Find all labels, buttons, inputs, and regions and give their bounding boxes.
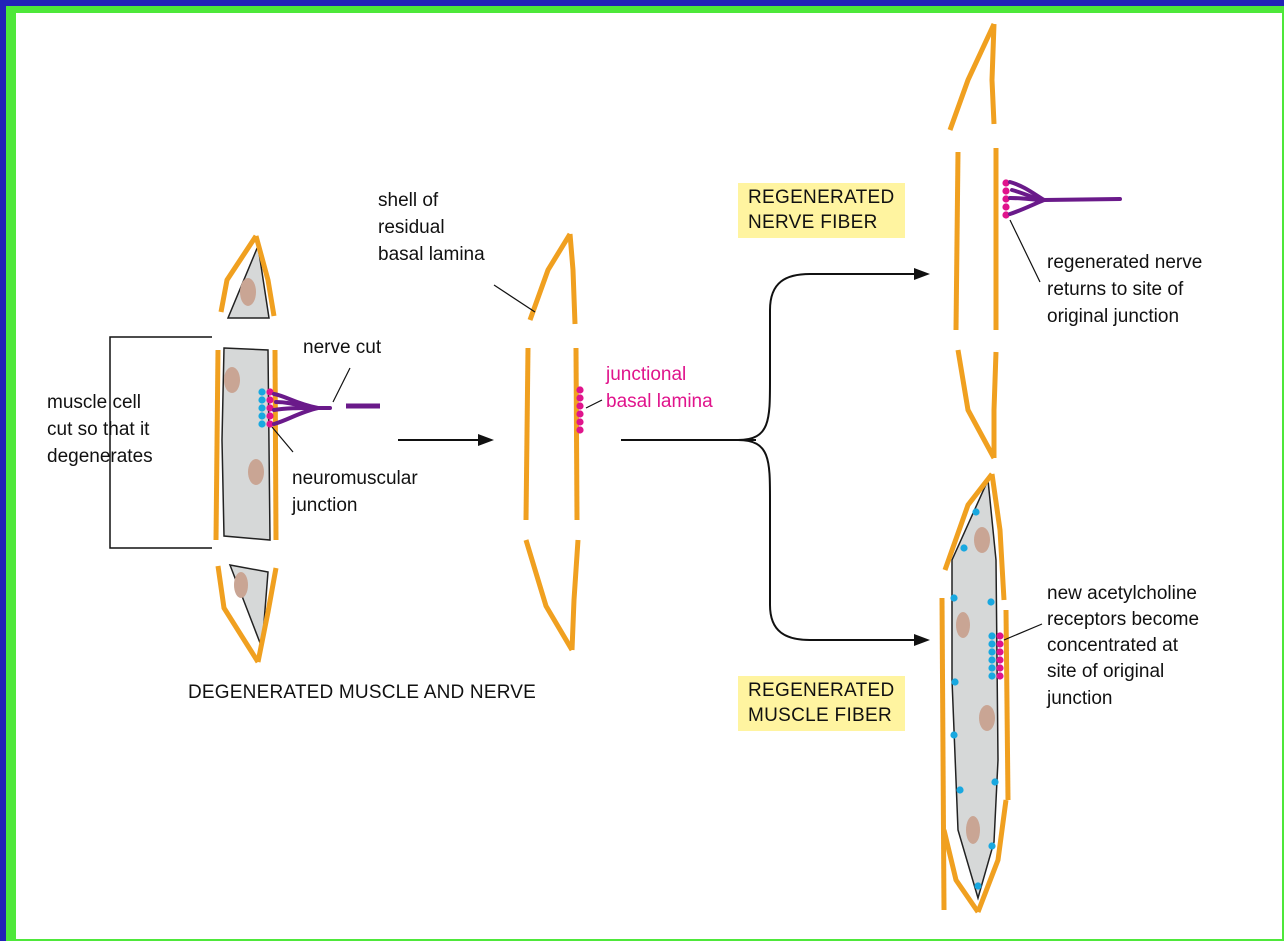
nucleus-middle-2 [248,459,264,485]
label-nerve-cut: nerve cut [303,337,382,358]
muscle-fragment-middle [221,347,271,541]
nucleus-top [240,278,256,306]
regen-nerve-title-2: NERVE FIBER [748,212,878,233]
regen-nucleus-1 [974,527,990,553]
lamina-left-top [218,234,259,313]
label-shell-1: shell of [378,190,439,211]
regen-muscle-title-1: REGENERATED [748,680,895,701]
label-muscle-cell-1: muscle cell [47,392,141,413]
label-receptors-3: concentrated at [1047,635,1178,656]
branch-arrow [621,273,916,641]
label-nmj-1: neuromuscular [292,468,418,489]
label-regen-nerve-1: regenerated nerve [1047,252,1203,273]
lamina-right-top [253,235,277,317]
regen-nucleus-4 [966,816,980,844]
box-regenerated-nerve: REGENERATED NERVE FIBER [738,183,905,238]
receptor-cluster-left [258,388,266,428]
lamina-right-mid [272,349,279,541]
label-junctional-2: basal lamina [606,391,713,412]
regen-nerve-title-1: REGENERATED [748,187,895,208]
label-junctional-1: junctional [606,364,687,385]
label-receptors-2: receptors become [1047,609,1200,630]
box-regenerated-muscle: REGENERATED MUSCLE FIBER [738,676,905,731]
residual-lamina-shell [523,232,581,652]
label-receptors-1: new acetylcholine [1047,583,1197,604]
degenerated-muscle-cell [213,234,380,664]
regen-nucleus-2 [956,612,970,638]
regenerated-nerve-terminal [1008,180,1122,216]
lamina-right-bottom [255,567,279,663]
regen-nucleus-3 [979,705,995,731]
leader-nmj [271,426,294,453]
leader-regen-nerve [1009,219,1041,283]
nucleus-bottom [234,572,248,598]
label-regen-nerve-3: original junction [1047,306,1180,327]
nerve-terminal-left [272,392,332,426]
leader-shell [493,284,536,313]
junctional-dots-middle [576,386,584,434]
regenerated-nerve-lamina [947,22,999,460]
label-muscle-cell-3: degenerates [47,446,153,467]
leader-junctional [585,399,603,409]
bracket-muscle-cell [109,336,212,549]
junctional-dots-regen-nerve [1002,179,1010,219]
receptor-cluster-right [988,632,996,680]
junctional-dots-regen-muscle [996,632,1004,680]
label-shell-3: basal lamina [378,244,485,265]
label-regen-nerve-2: returns to site of [1047,279,1184,300]
label-nmj-2: junction [292,495,358,516]
regenerated-muscle-fiber [939,472,1011,914]
regen-lamina [939,472,1011,914]
nucleus-middle-1 [224,367,240,393]
label-degenerated: DEGENERATED MUSCLE AND NERVE [188,682,537,703]
arrowhead-up [914,268,930,280]
scattered-receptors [950,508,999,890]
junctional-dots-left [266,388,274,428]
arrowhead-down [914,634,930,646]
leader-nerve-cut [332,367,351,403]
label-receptors-5: junction [1047,688,1113,709]
leader-receptors [1003,623,1043,641]
label-shell-2: residual [378,217,445,238]
label-receptors-4: site of original [1047,661,1165,682]
regen-muscle-title-2: MUSCLE FIBER [748,705,893,726]
lamina-left-mid [213,349,221,541]
arrow-to-shell [398,434,494,446]
label-muscle-cell-2: cut so that it [47,419,150,440]
lamina-left-bottom [215,565,261,664]
